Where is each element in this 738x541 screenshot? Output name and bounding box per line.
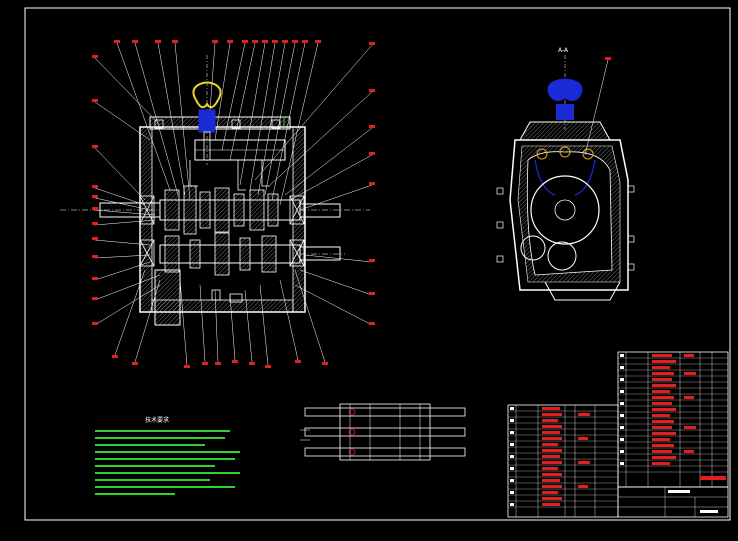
side-shift-rails	[536, 146, 594, 160]
shift-forks	[189, 160, 270, 191]
detail-view	[300, 403, 466, 461]
part-balloons	[92, 40, 375, 368]
leader-lines-top	[116, 42, 373, 211]
parts-list-lower-rows	[508, 410, 618, 508]
parts-list-lower-text	[542, 407, 590, 506]
counter-gear-circle	[520, 235, 546, 261]
signature-block	[617, 486, 729, 518]
parts-list-upper-rows	[618, 357, 728, 473]
notes-lines	[95, 430, 240, 495]
top-cover	[149, 116, 291, 130]
counter-shaft-end	[299, 246, 341, 261]
section-view-label: A-A	[558, 47, 569, 54]
shift-knob	[192, 81, 222, 109]
drain-plug	[211, 289, 221, 301]
drawing-caption	[250, 524, 730, 537]
sheet-frame	[24, 7, 731, 521]
leader-lines-left	[94, 57, 161, 326]
main-shaft	[159, 199, 301, 221]
parts-list-lower	[507, 404, 619, 518]
side-section-view: A-A	[496, 47, 635, 301]
side-gear-cavity	[526, 151, 613, 276]
main-gear-circle	[530, 175, 600, 245]
notes-title: 技术要求	[145, 416, 169, 424]
cover-bolts	[154, 119, 281, 129]
side-shift-knob	[547, 78, 583, 102]
shift-lever-shaft	[203, 131, 211, 161]
counter-shaft	[159, 244, 301, 264]
side-lever-base	[556, 104, 574, 120]
technical-notes: 技术要求	[95, 416, 240, 495]
housing-wall-left	[139, 126, 153, 313]
title-block	[507, 351, 729, 518]
parts-list-upper-text	[652, 354, 696, 465]
leader-lines-bottom	[114, 254, 373, 366]
shift-lever-base	[198, 109, 216, 133]
counter-shaft-gears	[164, 232, 277, 276]
side-housing-outline	[509, 139, 629, 291]
main-shaft-gears	[164, 185, 279, 235]
main-section-view	[60, 55, 370, 326]
oil-sump	[154, 269, 181, 326]
output-shaft	[299, 203, 341, 218]
side-top-cover	[519, 121, 611, 141]
